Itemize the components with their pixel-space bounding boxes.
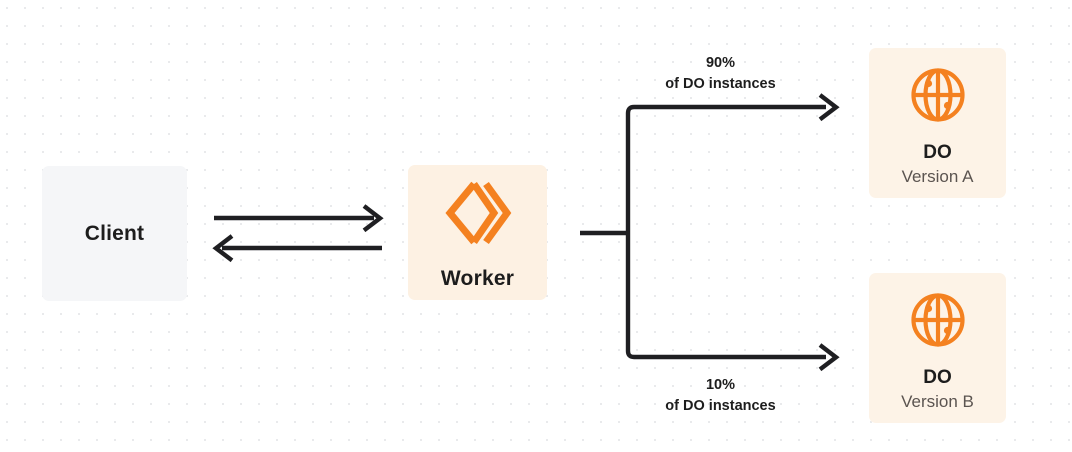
node-worker: Worker	[408, 165, 547, 300]
edge-label-do-b-caption: of DO instances	[665, 397, 776, 414]
arrowhead-to-do-b	[818, 343, 840, 372]
edge-worker-to-client	[212, 234, 382, 263]
node-do-version-a: DO Version A	[869, 48, 1006, 198]
edge-label-do-a: 90% of DO instances	[628, 53, 813, 94]
node-worker-label: Worker	[440, 267, 515, 290]
node-do-version-a-subtitle: Version A	[901, 166, 974, 186]
node-do-version-a-title: DO	[923, 142, 952, 163]
arrowhead-to-do-a	[818, 93, 840, 122]
node-do-version-b: DO Version B	[869, 273, 1006, 423]
cloudflare-workers-logo-icon	[444, 180, 512, 251]
edge-client-to-worker	[214, 204, 384, 233]
node-do-version-b-subtitle: Version B	[901, 391, 974, 411]
edge-worker-split-trunk	[580, 104, 826, 360]
node-do-version-b-title: DO	[923, 367, 952, 388]
edge-label-do-a-caption: of DO instances	[665, 75, 776, 92]
globe-icon	[910, 67, 966, 128]
node-client: Client	[42, 166, 187, 301]
globe-icon	[910, 292, 966, 353]
node-client-label: Client	[84, 221, 145, 245]
edge-label-do-b: 10% of DO instances	[628, 375, 813, 416]
edge-label-do-b-percent: 10%	[705, 377, 736, 393]
edge-label-do-a-percent: 90%	[705, 55, 736, 71]
